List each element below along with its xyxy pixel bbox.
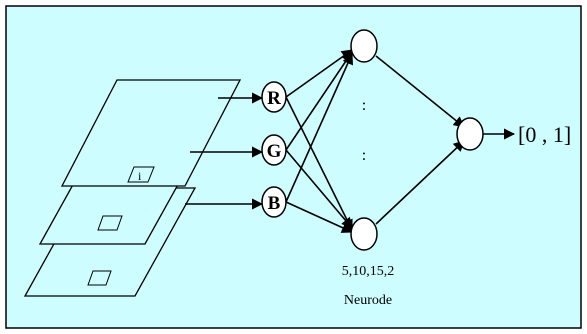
hidden-output-connections	[375, 55, 465, 225]
layer-1-marker-icon	[127, 166, 155, 183]
image-layer-stack: i	[23, 79, 242, 297]
layer-3-marker-icon	[87, 270, 112, 286]
output-node	[456, 117, 484, 151]
hidden-node-top	[350, 29, 378, 63]
output-range-label: [0 , 1]	[518, 122, 571, 147]
hidden-node-bottom	[350, 217, 378, 251]
image-layer-1	[60, 79, 242, 187]
layer-to-input-arrows	[185, 92, 264, 210]
input-node-r: R	[261, 81, 287, 113]
layer-2-marker-icon	[97, 215, 123, 231]
input-node-b: B	[261, 186, 287, 218]
caption-layer-sizes: 5,10,15,2	[342, 264, 395, 279]
hidden-ellipsis-top: :	[362, 97, 366, 114]
input-node-g: G	[261, 134, 287, 166]
input-hidden-connections	[285, 49, 354, 233]
layer-1-marker-label: i	[138, 169, 142, 183]
svg-text:R: R	[267, 88, 281, 109]
caption-neurode: Neurode	[344, 293, 392, 308]
svg-text:G: G	[267, 141, 282, 162]
hidden-ellipsis-bottom: :	[362, 147, 366, 164]
svg-text:B: B	[268, 193, 281, 214]
